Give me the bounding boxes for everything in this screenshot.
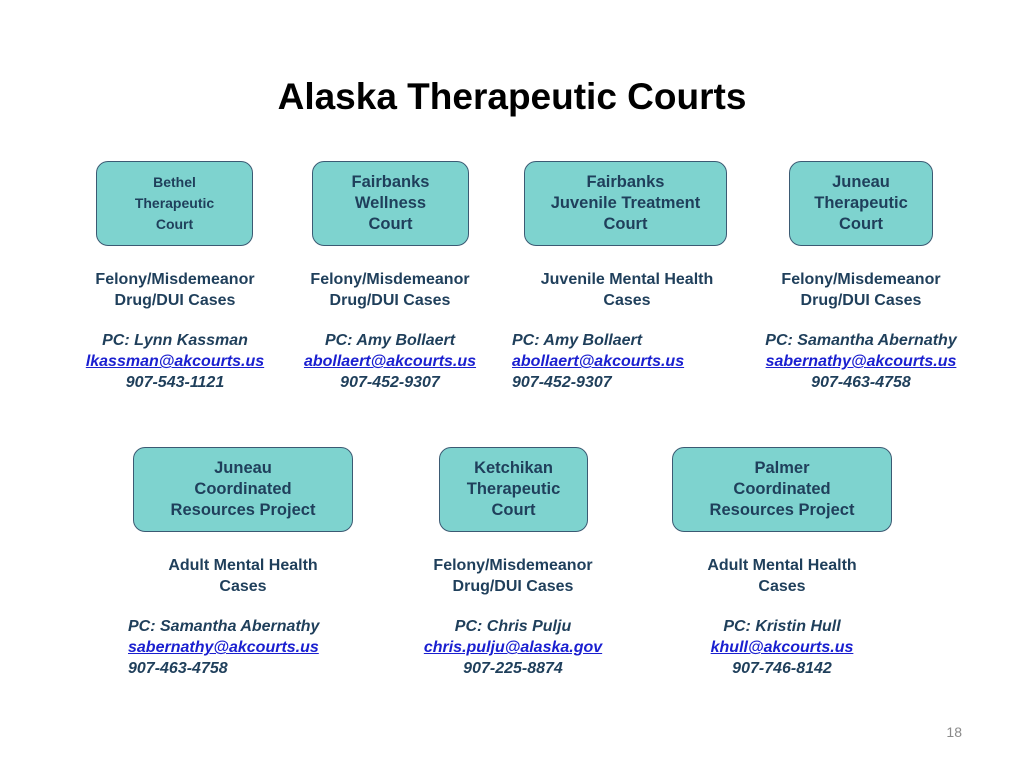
court-info-fairbanks-wellness: Felony/Misdemeanor Drug/DUI Cases PC: Am… — [290, 270, 490, 394]
court-box-palmer: Palmer Coordinated Resources Project — [672, 447, 892, 532]
case-types: Juvenile Mental Health Cases — [540, 271, 714, 309]
court-info-juneau-coordinated: Adult Mental Health Cases PC: Samantha A… — [128, 556, 358, 680]
email-link[interactable]: abollaert@akcourts.us — [303, 353, 477, 371]
case-types: Felony/Misdemeanor Drug/DUI Cases — [433, 557, 593, 595]
court-box-fairbanks-juvenile: Fairbanks Juvenile Treatment Court — [524, 161, 727, 246]
phone-number: 907-746-8142 — [732, 659, 832, 677]
email-link[interactable]: sabernathy@akcourts.us — [128, 639, 319, 657]
phone-number: 907-543-1121 — [125, 373, 225, 391]
case-types: Adult Mental Health Cases — [168, 557, 318, 595]
court-box-bethel: Bethel Therapeutic Court — [96, 161, 253, 246]
court-box-fairbanks-wellness: Fairbanks Wellness Court — [312, 161, 469, 246]
court-box-juneau-coordinated: Juneau Coordinated Resources Project — [133, 447, 353, 532]
court-box-juneau-therapeutic: Juneau Therapeutic Court — [789, 161, 933, 246]
phone-number: 907-463-4758 — [811, 373, 911, 391]
program-coordinator: PC: Amy Bollaert — [512, 332, 643, 350]
program-coordinator: PC: Kristin Hull — [723, 618, 841, 636]
phone-number: 907-225-8874 — [463, 659, 563, 677]
court-info-juneau-therapeutic: Felony/Misdemeanor Drug/DUI Cases PC: Sa… — [756, 270, 966, 394]
court-info-fairbanks-juvenile: Juvenile Mental Health Cases PC: Amy Bol… — [512, 270, 742, 394]
court-info-bethel: Felony/Misdemeanor Drug/DUI Cases PC: Ly… — [75, 270, 275, 394]
court-box-ketchikan: Ketchikan Therapeutic Court — [439, 447, 588, 532]
program-coordinator: PC: Lynn Kassman — [102, 332, 248, 350]
page-title: Alaska Therapeutic Courts — [277, 76, 747, 117]
program-coordinator: PC: Samantha Abernathy — [765, 332, 957, 350]
program-coordinator: PC: Samantha Abernathy — [128, 618, 320, 636]
case-types: Felony/Misdemeanor Drug/DUI Cases — [310, 271, 470, 309]
case-types: Felony/Misdemeanor Drug/DUI Cases — [95, 271, 255, 309]
phone-number: 907-452-9307 — [512, 373, 612, 391]
email-link[interactable]: chris.pulju@alaska.gov — [423, 639, 603, 657]
email-link[interactable]: abollaert@akcourts.us — [512, 353, 685, 371]
case-types: Adult Mental Health Cases — [707, 557, 857, 595]
program-coordinator: PC: Chris Pulju — [454, 618, 572, 636]
email-link[interactable]: khull@akcourts.us — [710, 639, 854, 657]
page-number: 18 — [946, 724, 962, 740]
email-link[interactable]: lkassman@akcourts.us — [85, 353, 265, 371]
case-types: Felony/Misdemeanor Drug/DUI Cases — [781, 271, 941, 309]
court-info-palmer: Adult Mental Health Cases PC: Kristin Hu… — [677, 556, 887, 680]
phone-number: 907-463-4758 — [128, 659, 228, 677]
phone-number: 907-452-9307 — [340, 373, 440, 391]
email-link[interactable]: sabernathy@akcourts.us — [765, 353, 957, 371]
program-coordinator: PC: Amy Bollaert — [324, 332, 456, 350]
court-info-ketchikan: Felony/Misdemeanor Drug/DUI Cases PC: Ch… — [408, 556, 618, 680]
